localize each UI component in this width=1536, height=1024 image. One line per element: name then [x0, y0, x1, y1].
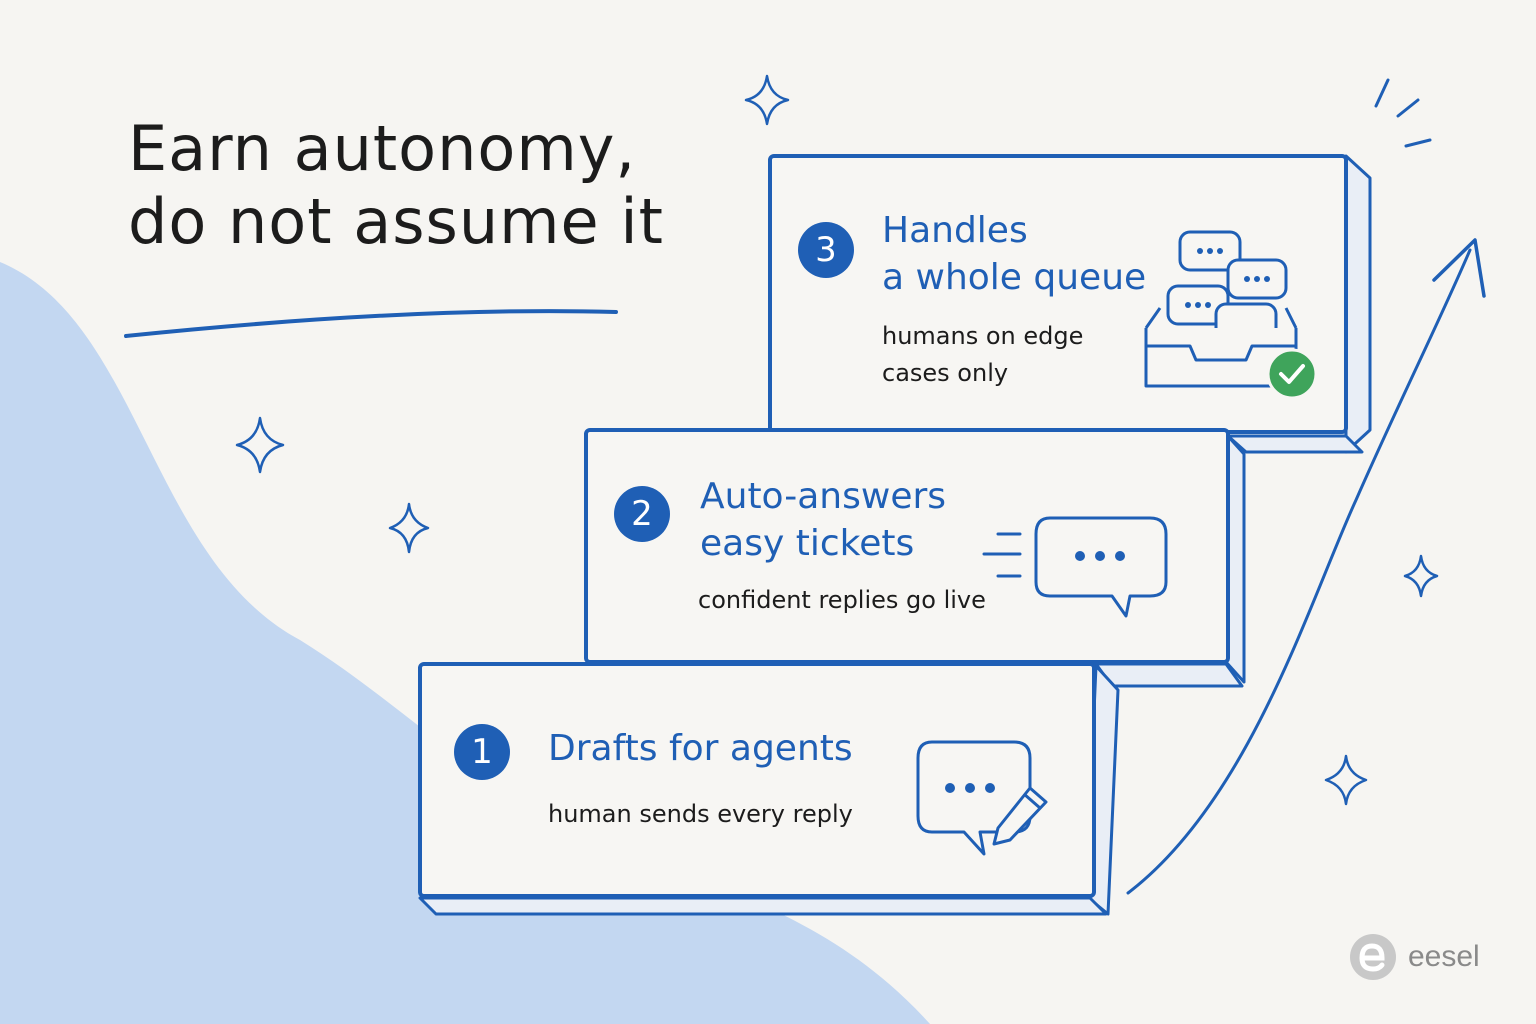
growth-arrow — [1126, 248, 1472, 895]
step-3-subtitle-line-1: humans on edge — [882, 322, 1084, 350]
sparkle-icon — [388, 502, 430, 554]
step-1-title-line-1: Drafts for agents — [548, 728, 853, 769]
step-3-badge: 3 — [798, 222, 854, 278]
step-2-bottom — [1094, 662, 1244, 688]
brand: eesel — [1348, 930, 1480, 984]
step-3-title: Handles a whole queue — [882, 208, 1146, 302]
step-3-subtitle-line-2: cases only — [882, 359, 1009, 388]
step-3-subtitle: humans on edge cases only — [882, 318, 1083, 392]
step-1-subtitle: human sends every reply — [548, 796, 853, 833]
step-2-subtitle: confident replies go live — [698, 582, 986, 619]
step-2-title-line-2: easy tickets — [700, 522, 915, 564]
burst-line — [1374, 78, 1390, 108]
inbox-queue-check-icon — [1144, 230, 1318, 400]
step-2-title-line-1: Auto-answers — [700, 476, 947, 517]
step-2-title: Auto-answers easy tickets — [700, 474, 946, 568]
step-2-badge: 2 — [614, 486, 670, 542]
step-3-side — [1344, 154, 1372, 454]
step-1-bottom — [418, 896, 1108, 916]
step-3-title-line-1: Handles — [882, 210, 1028, 251]
step-3-title-line-2: a whole queue — [882, 256, 1147, 298]
sparkle-icon — [1324, 754, 1368, 806]
title-line-1: Earn autonomy, — [128, 112, 637, 185]
arrow-head — [1432, 238, 1486, 298]
sparkle-icon — [1403, 554, 1439, 598]
burst-line — [1404, 138, 1432, 148]
burst-line — [1396, 98, 1420, 118]
step-3-bottom — [1226, 434, 1364, 454]
chat-pencil-icon — [916, 740, 1048, 856]
eesel-logo-icon — [1350, 934, 1396, 980]
step-2-subtitle-line-1: confident replies go live — [698, 586, 986, 614]
step-1-badge: 1 — [454, 724, 510, 780]
fast-chat-icon — [982, 516, 1168, 618]
step-2-card: 2 Auto-answers easy tickets confident re… — [584, 428, 1230, 664]
title-line-2: do not assume it — [128, 185, 664, 259]
title-underline — [124, 309, 618, 338]
sparkle-icon — [744, 74, 790, 126]
step-3-card: 3 Handles a whole queue humans on edge c… — [768, 154, 1348, 434]
brand-name: eesel — [1408, 940, 1480, 973]
step-1-card: 1 Drafts for agents human sends every re… — [418, 662, 1096, 898]
background-wave — [0, 262, 930, 1024]
page-title: Earn autonomy, do not assume it — [128, 112, 748, 258]
step-1-title: Drafts for agents — [548, 726, 853, 773]
step-1-subtitle-line-1: human sends every reply — [548, 800, 853, 828]
sparkle-icon — [235, 416, 285, 474]
